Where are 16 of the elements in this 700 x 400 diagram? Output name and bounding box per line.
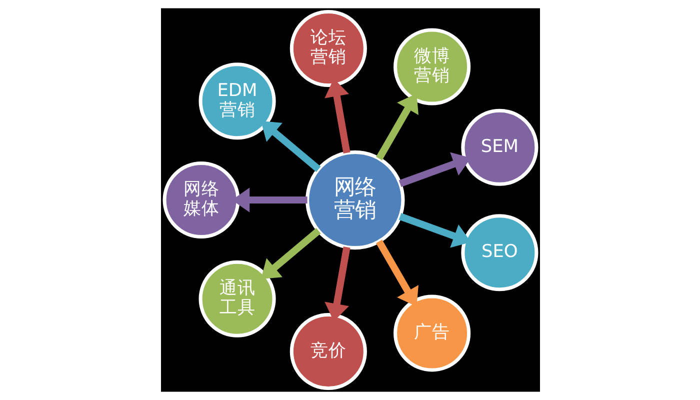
node-circle: 广告	[393, 294, 470, 372]
node-circle: 微博营销	[393, 28, 470, 106]
arrow	[375, 94, 418, 160]
node-circle: EDM营销	[198, 62, 276, 140]
node-circle: SEO	[460, 214, 538, 292]
arrow	[260, 228, 320, 280]
node-circle: 竞价	[289, 312, 366, 390]
arrow	[398, 152, 470, 187]
arrow	[398, 213, 470, 248]
node-circle: 网络媒体	[162, 161, 240, 239]
node-circle: SEM	[460, 108, 538, 186]
node-circle: 网络营销	[305, 150, 404, 250]
arrow	[375, 240, 418, 306]
arrow	[260, 120, 320, 172]
node-circle: 通讯工具	[198, 260, 276, 338]
node-circle: 论坛营销	[289, 10, 366, 88]
